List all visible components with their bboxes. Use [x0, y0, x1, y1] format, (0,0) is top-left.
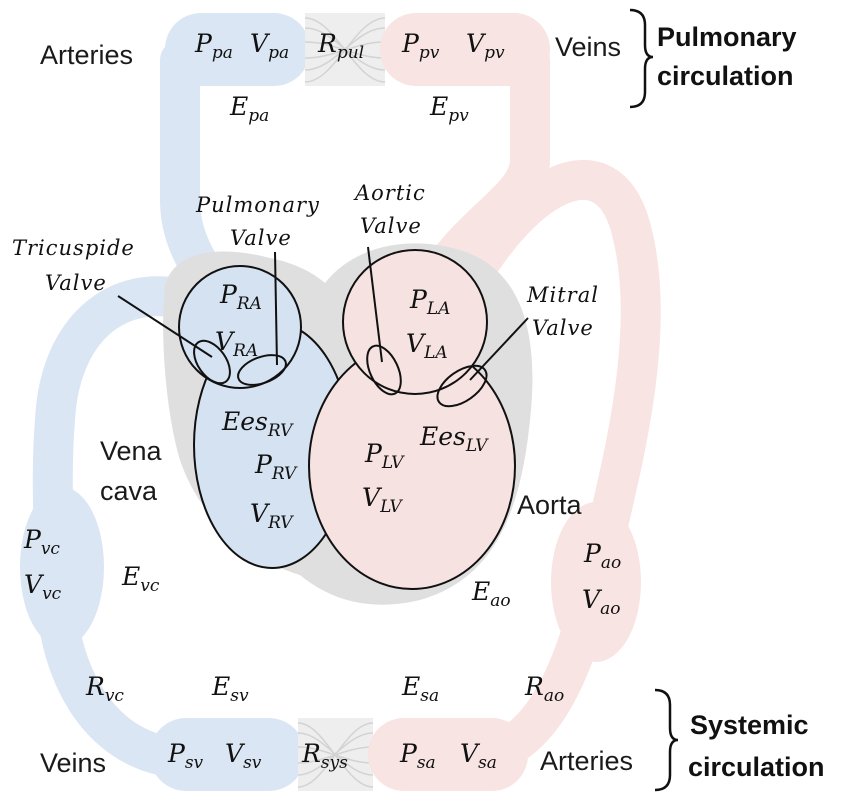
systemic-circulation-line2: circulation	[688, 752, 825, 782]
systemic-bracket	[655, 690, 678, 790]
left-atrium	[343, 250, 487, 394]
vena-cava-chamber	[20, 487, 104, 647]
aortic-valve-label-line1: Aortic	[353, 181, 426, 205]
tricuspid-valve-label-line2: Valve	[45, 271, 107, 295]
tricuspid-valve-label-line1: Tricuspide	[12, 236, 135, 260]
pulmonary-bracket	[630, 10, 653, 107]
svg-text:Eao: Eao	[471, 577, 511, 611]
systemic-circulation-line1: Systemic	[690, 710, 809, 740]
svg-text:Evc: Evc	[121, 562, 160, 596]
svg-text:Rvc: Rvc	[85, 672, 124, 706]
sym-rvc: Rvc	[85, 672, 124, 706]
vena-cava-label-line2: cava	[100, 476, 158, 506]
pulmonary-valve-label-line2: Valve	[230, 226, 292, 250]
pulmonary-circulation-line1: Pulmonary	[657, 22, 797, 52]
vena-cava-label-line1: Vena	[100, 436, 163, 466]
systemic-veins-label: Veins	[40, 748, 106, 778]
svg-text:Epv: Epv	[429, 92, 469, 126]
svg-text:Esa: Esa	[401, 672, 439, 706]
mitral-valve-label-line2: Valve	[532, 316, 594, 340]
aortic-valve-label-line2: Valve	[360, 214, 422, 238]
svg-text:Epa: Epa	[229, 92, 269, 126]
sym-esa: Esa	[401, 672, 439, 706]
sym-evc: Evc	[121, 562, 160, 596]
systemic-arteries-label: Arteries	[540, 746, 633, 776]
systemic-artery-compartment	[368, 718, 528, 791]
sym-eao: Eao	[471, 577, 511, 611]
pulmonary-circulation-line2: circulation	[657, 61, 794, 91]
sym-epa: Epa	[229, 92, 269, 126]
svg-text:Esv: Esv	[211, 672, 249, 706]
pulmonary-veins-label: Veins	[555, 32, 621, 62]
aorta-chamber	[551, 502, 641, 662]
sym-esv: Esv	[211, 672, 249, 706]
pulmonary-valve-label-line1: Pulmonary	[195, 193, 320, 217]
mitral-valve-label-line1: Mitral	[526, 283, 599, 307]
aorta-label: Aorta	[517, 490, 583, 520]
sym-epv: Epv	[429, 92, 469, 126]
pulmonary-arteries-label: Arteries	[40, 40, 133, 70]
